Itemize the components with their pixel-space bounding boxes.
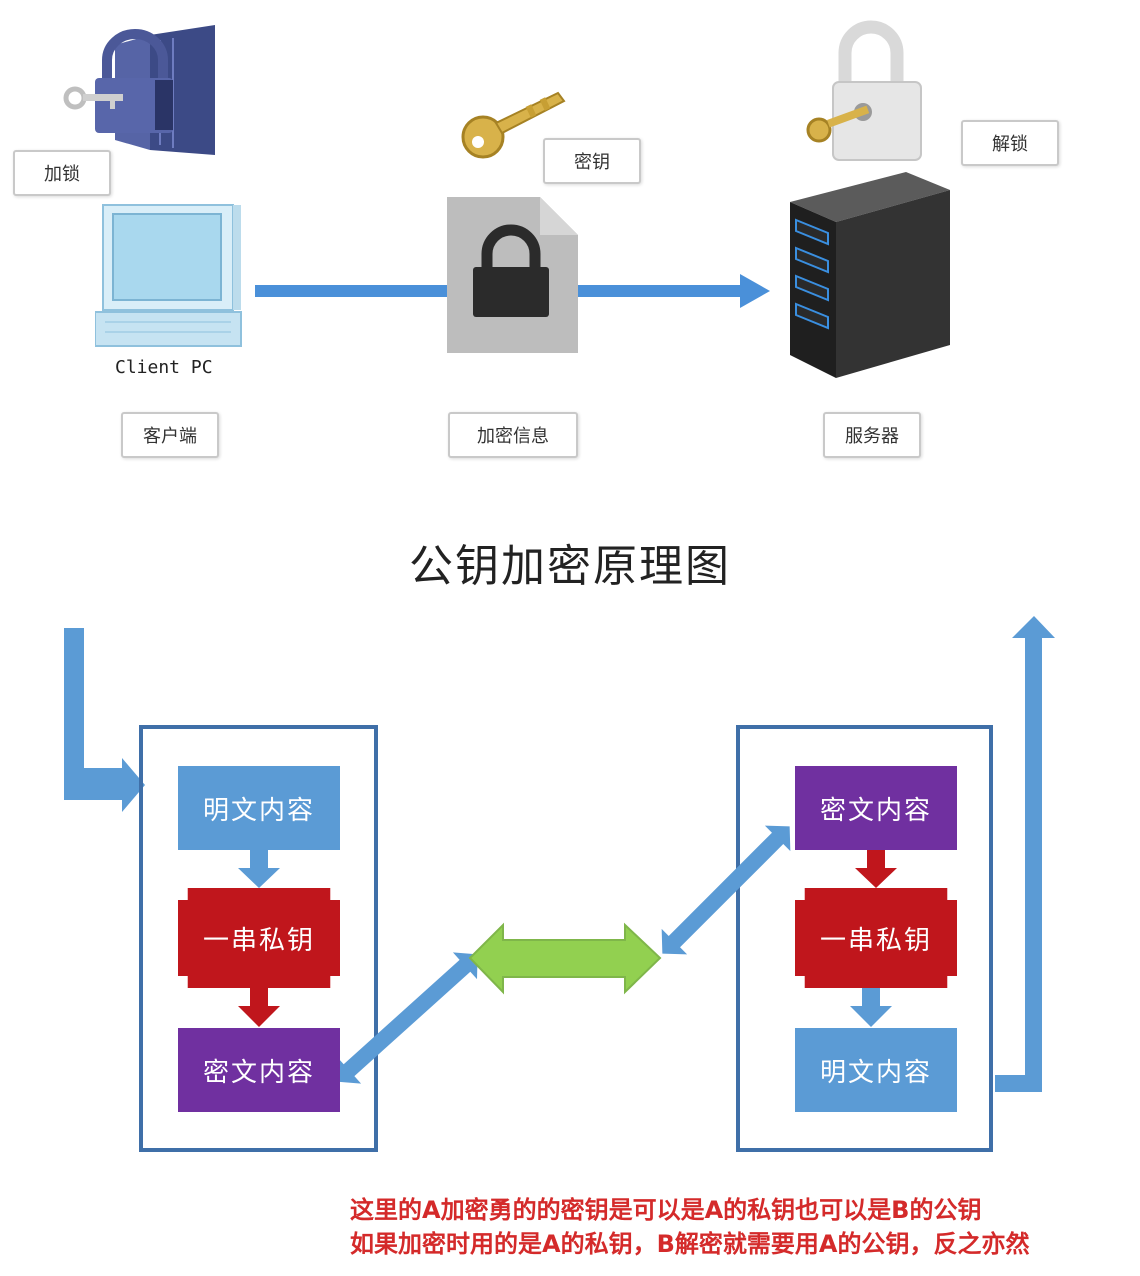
- input-flow-arrow: [64, 628, 145, 812]
- right-down-arrow-1: [855, 850, 897, 888]
- encrypted-file-icon: [447, 197, 578, 353]
- key-label: 密钥: [543, 138, 641, 184]
- left-down-arrow-1: [238, 850, 280, 888]
- left-plaintext-box: 明文内容: [178, 766, 340, 850]
- flow-connectors: [64, 616, 1055, 1152]
- lock-with-key-icon: [63, 25, 215, 155]
- right-ciphertext-box: 密文内容: [795, 766, 957, 850]
- left-private-key-box: 一串私钥: [178, 888, 340, 988]
- client-label: 客户端: [121, 412, 219, 458]
- left-down-arrow-2: [238, 988, 280, 1027]
- unlock-icon: [806, 20, 922, 161]
- right-private-key-box: 一串私钥: [795, 888, 957, 988]
- note-line-2: 如果加密时用的是A的私钥，B解密就需要用A的公钥，反之亦然: [350, 1230, 1030, 1258]
- left-diagonal-double-arrow: [336, 952, 478, 1084]
- left-panel-frame: [139, 725, 378, 1152]
- computer-icon: [95, 204, 242, 347]
- lock-label: 加锁: [13, 150, 111, 196]
- right-panel-frame: [736, 725, 993, 1152]
- right-diagonal-double-arrow: [661, 825, 791, 955]
- server-label: 服务器: [823, 412, 921, 458]
- left-ciphertext-box: 密文内容: [178, 1028, 340, 1112]
- key-icon: [461, 91, 566, 159]
- note-line-1: 这里的A加密勇的的密钥是可以是A的私钥也可以是B的公钥: [350, 1196, 982, 1224]
- diagram-title: 公钥加密原理图: [409, 541, 731, 592]
- exchange-double-arrow: [468, 922, 662, 995]
- output-flow-arrow: [995, 616, 1055, 1092]
- server-icon: [790, 172, 950, 378]
- right-plaintext-box: 明文内容: [795, 1028, 957, 1112]
- client-pc-caption: Client PC: [115, 357, 213, 378]
- unlock-label: 解锁: [961, 120, 1059, 166]
- right-down-arrow-2: [850, 988, 892, 1027]
- encrypted-message-label: 加密信息: [448, 412, 578, 458]
